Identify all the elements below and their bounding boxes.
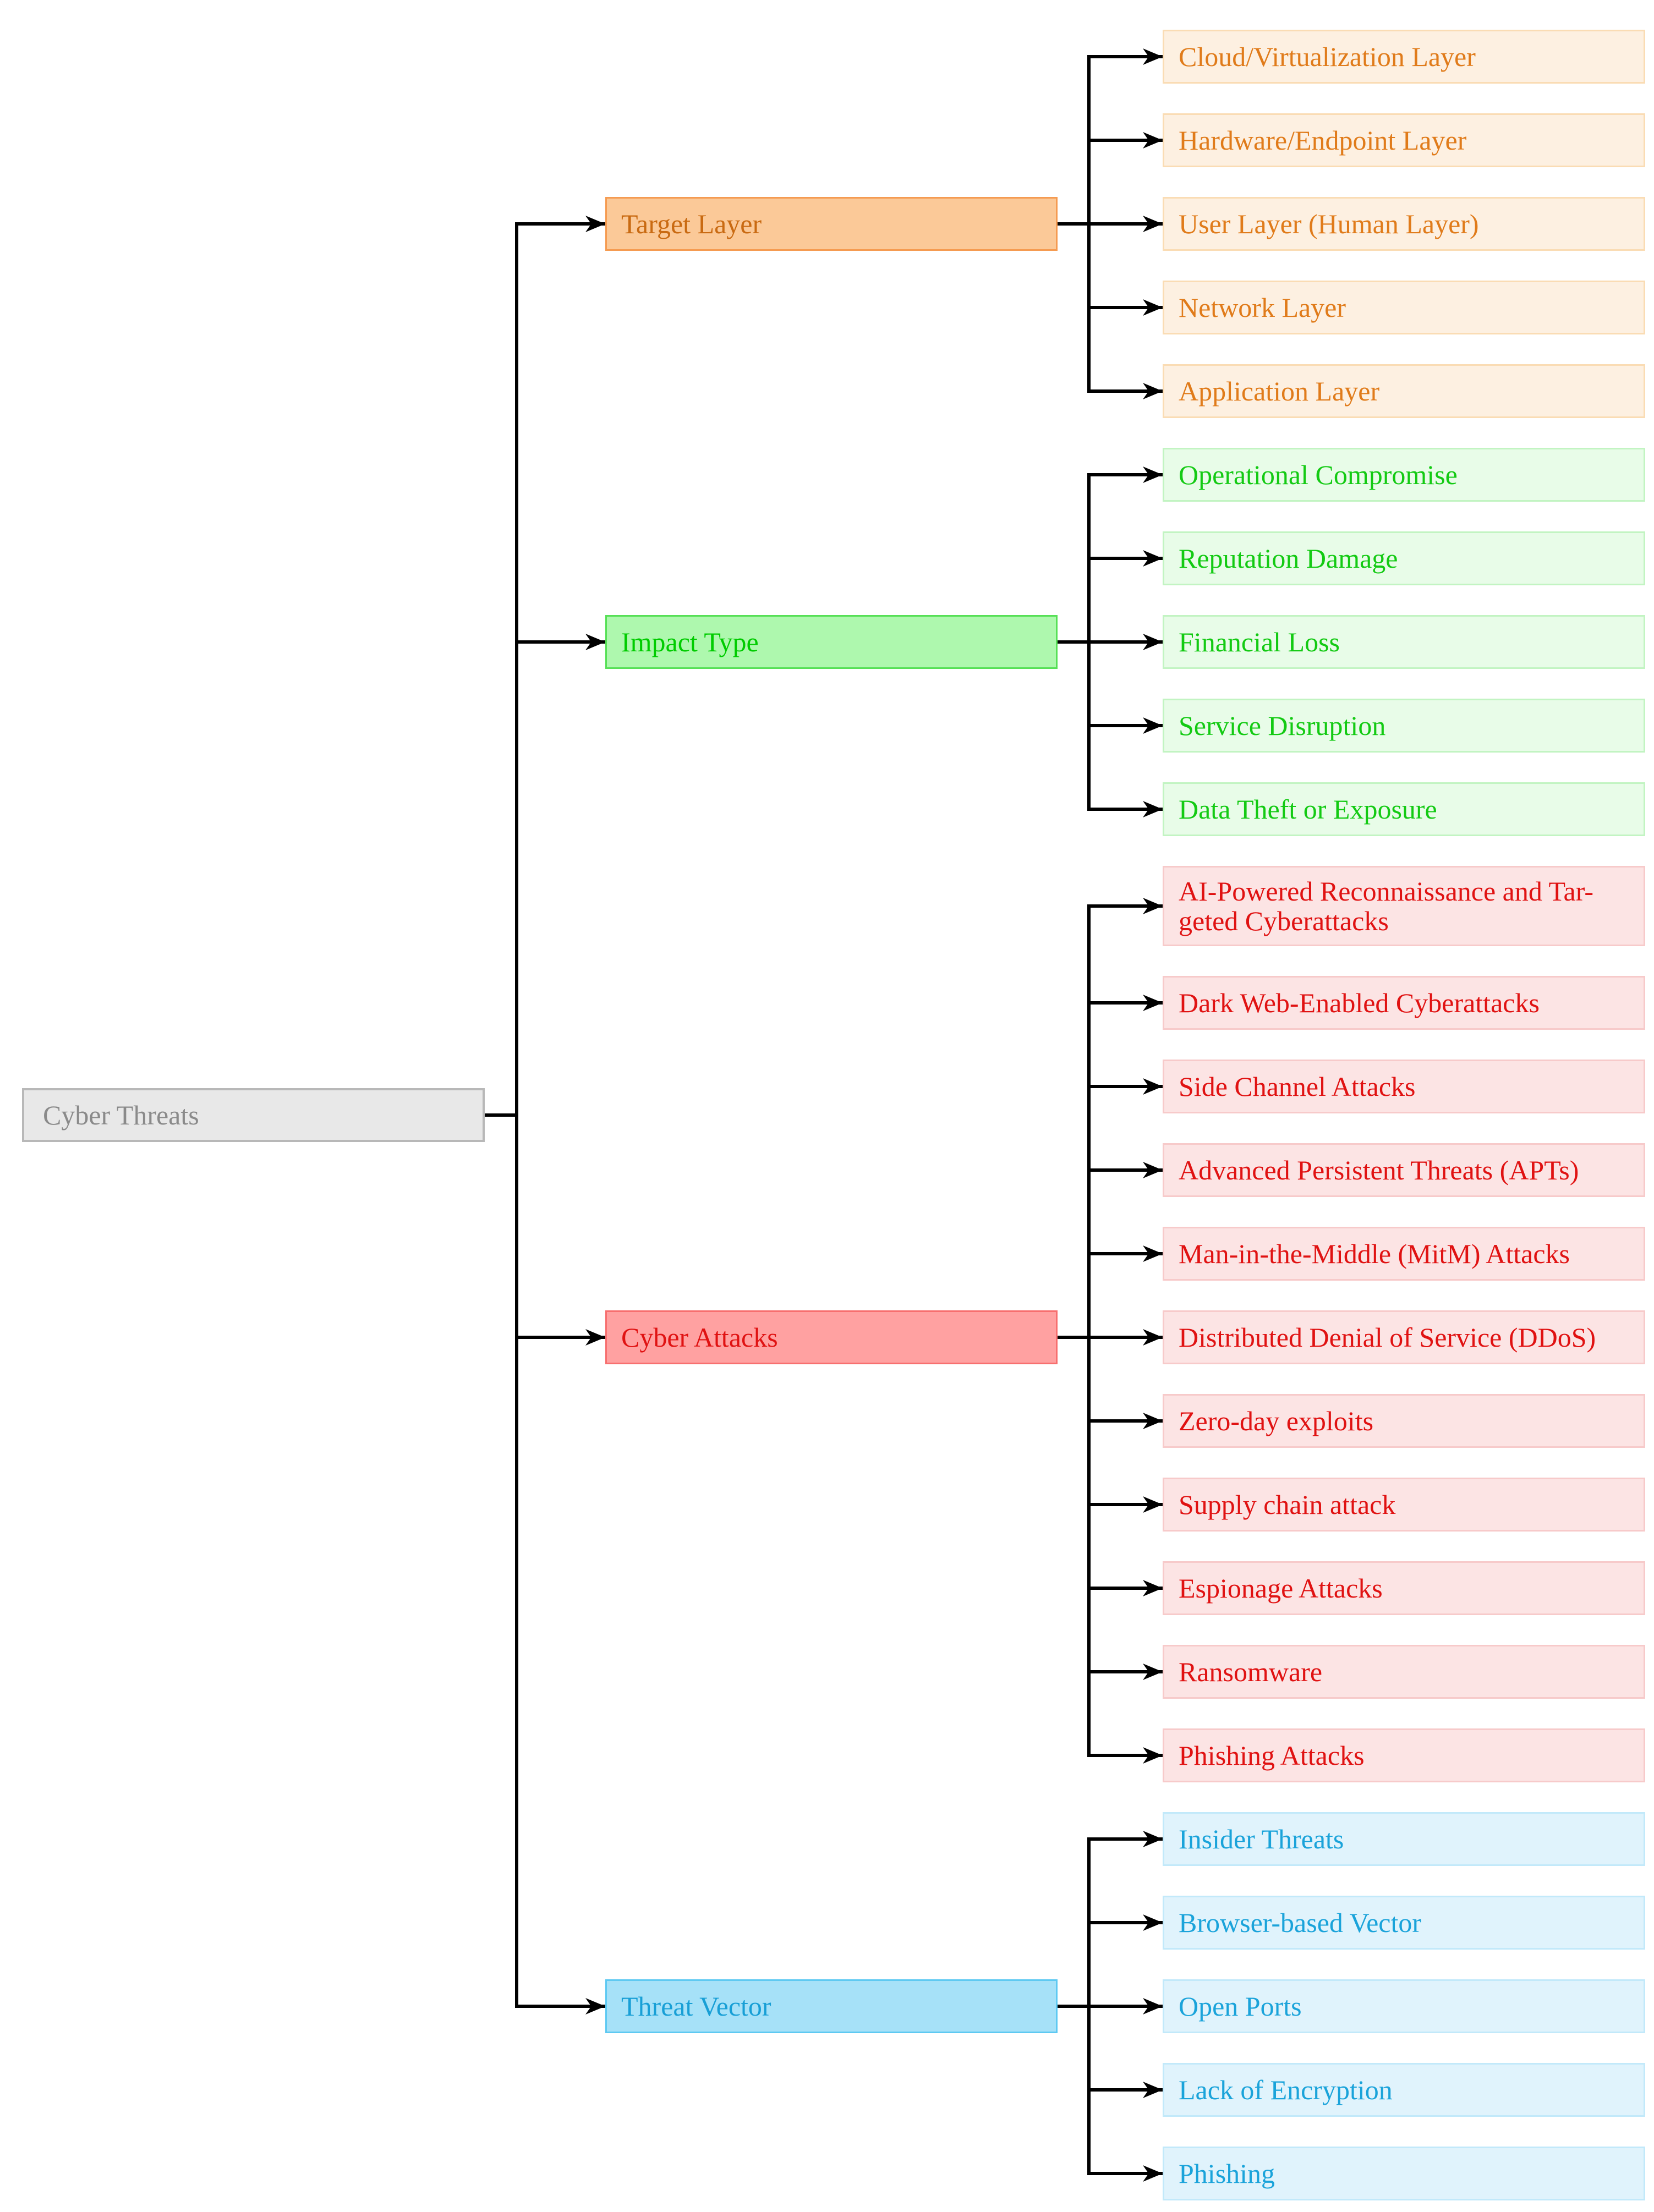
node-leaf-hardware-endpoint-layer: Hardware/Endpoint Layer (1163, 113, 1645, 167)
node-leaf-network-layer: Network Layer (1163, 281, 1645, 334)
node-leaf-lack-of-encryption: Lack of Encryption (1163, 2063, 1645, 2117)
node-leaf-supply-chain-attack: Supply chain attack (1163, 1478, 1645, 1532)
node-leaf-user-layer-human-layer: User Layer (Human Layer) (1163, 197, 1645, 251)
node-leaf-phishing-attacks: Phishing Attacks (1163, 1728, 1645, 1782)
node-leaf-ransomware: Ransomware (1163, 1645, 1645, 1699)
node-branch-target-layer: Target Layer (605, 197, 1058, 251)
node-root: Cyber Threats (22, 1088, 485, 1142)
node-branch-impact-type: Impact Type (605, 615, 1058, 669)
node-leaf-phishing: Phishing (1163, 2147, 1645, 2200)
node-leaf-browser-based-vector: Browser-based Vector (1163, 1896, 1645, 1950)
node-leaf-dark-web-enabled-cyberattacks: Dark Web-Enabled Cyberattacks (1163, 976, 1645, 1030)
node-leaf-man-in-the-middle-mitm-attacks: Man-in-the-Middle (MitM) Attacks (1163, 1227, 1645, 1281)
node-leaf-ai-powered-reconnaissance-and-tar-geted-cyberattacks: AI-Powered Reconnaissance and Tar- geted… (1163, 866, 1645, 946)
node-leaf-cloud-virtualization-layer: Cloud/Virtualization Layer (1163, 30, 1645, 84)
node-leaf-application-layer: Application Layer (1163, 364, 1645, 418)
node-leaf-open-ports: Open Ports (1163, 1979, 1645, 2033)
node-leaf-reputation-damage: Reputation Damage (1163, 531, 1645, 585)
node-leaf-zero-day-exploits: Zero-day exploits (1163, 1394, 1645, 1448)
node-leaf-advanced-persistent-threats-apts: Advanced Persistent Threats (APTs) (1163, 1143, 1645, 1197)
node-branch-threat-vector: Threat Vector (605, 1979, 1058, 2033)
node-leaf-service-disruption: Service Disruption (1163, 699, 1645, 753)
node-leaf-operational-compromise: Operational Compromise (1163, 448, 1645, 502)
node-leaf-distributed-denial-of-service-ddos: Distributed Denial of Service (DDoS) (1163, 1310, 1645, 1364)
node-leaf-insider-threats: Insider Threats (1163, 1812, 1645, 1866)
node-leaf-espionage-attacks: Espionage Attacks (1163, 1561, 1645, 1615)
node-leaf-data-theft-or-exposure: Data Theft or Exposure (1163, 782, 1645, 836)
node-leaf-side-channel-attacks: Side Channel Attacks (1163, 1060, 1645, 1113)
node-leaf-financial-loss: Financial Loss (1163, 615, 1645, 669)
node-branch-cyber-attacks: Cyber Attacks (605, 1310, 1058, 1364)
